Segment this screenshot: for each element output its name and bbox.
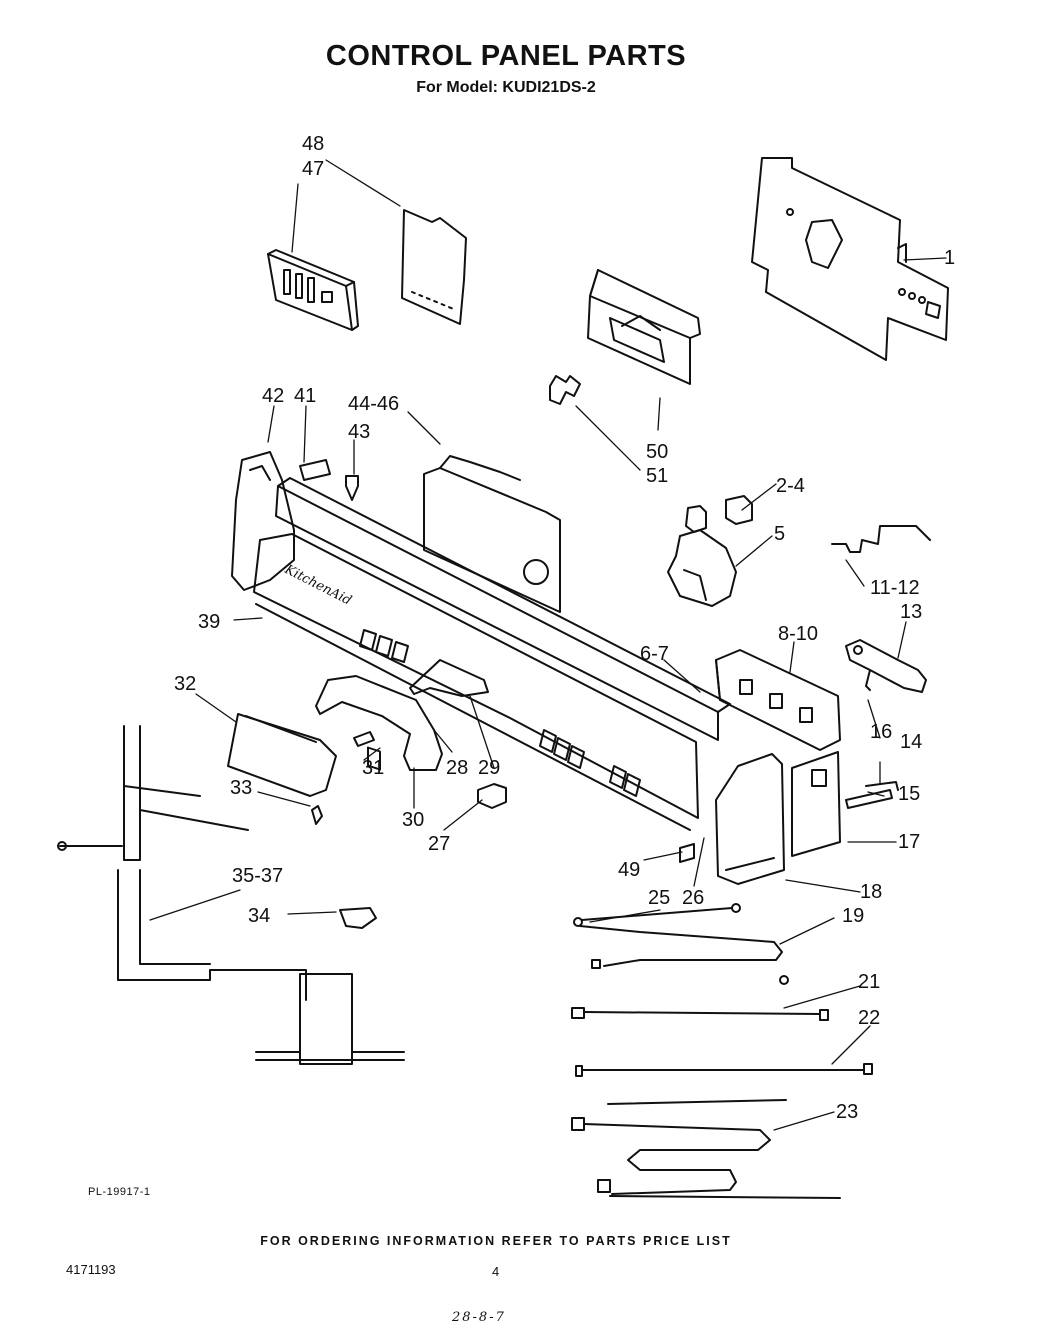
part-44-46-timer [423, 455, 561, 613]
callout-50: 50 [646, 441, 668, 463]
page-number: 4 [492, 1264, 500, 1279]
callout-18: 18 [860, 881, 882, 903]
leader-lines [149, 159, 947, 1131]
callout-44-46: 44-46 [348, 393, 399, 415]
wire-harness-23 [571, 1099, 841, 1199]
callout-26: 26 [682, 887, 704, 909]
panel-brand-marking: KitchenAid [281, 562, 353, 609]
callout-22: 22 [858, 1007, 880, 1029]
part-41-clip [299, 459, 331, 481]
callout-11-12: 11-12 [870, 577, 920, 599]
part-39-control-panel [253, 477, 731, 831]
ordering-note: FOR ORDERING INFORMATION REFER TO PARTS … [260, 1234, 732, 1248]
callout-30: 30 [402, 809, 424, 831]
part-13-latch [845, 639, 927, 693]
callout-23: 23 [836, 1101, 858, 1123]
wire-harness-21 [571, 1007, 829, 1021]
callout-47: 47 [302, 158, 324, 180]
part-30-latch-bracket [315, 675, 443, 771]
part-34-clip [339, 907, 377, 929]
handwritten-note: 28-8-7 [452, 1310, 506, 1325]
part-35-37-hose [57, 725, 405, 1065]
wire-harness-22 [575, 1063, 873, 1077]
callout-21: 21 [858, 971, 880, 993]
callout-2-4: 2-4 [776, 475, 805, 497]
part-32-handle [227, 713, 337, 797]
callout-13: 13 [900, 601, 922, 623]
callout-33: 33 [230, 777, 252, 799]
callout-41: 41 [294, 385, 316, 407]
part-27-button [477, 783, 507, 809]
part-49-plug [679, 843, 695, 863]
callout-14: 14 [900, 731, 922, 753]
part-48-circuit-board [401, 209, 467, 325]
part-1-bracket-plate [751, 157, 949, 361]
callout-29: 29 [478, 757, 500, 779]
part-2-4-switch [685, 495, 753, 533]
callout-25: 25 [648, 887, 670, 909]
callout-39: 39 [198, 611, 220, 633]
document-number: 4171193 [66, 1262, 116, 1277]
callout-15: 15 [898, 783, 920, 805]
part-8-10-switch-block [715, 649, 841, 751]
callout-19: 19 [842, 905, 864, 927]
part-17-bracket [791, 751, 841, 857]
part-18-end-cap-right [715, 753, 785, 885]
part-11-12-clip [831, 525, 931, 553]
callout-32: 32 [174, 673, 196, 695]
callout-42: 42 [262, 385, 284, 407]
part-31-screw [353, 731, 375, 747]
part-50-switch-housing [549, 269, 701, 405]
part-47-switch-module [267, 249, 359, 331]
part-33-screw [311, 805, 323, 825]
callout-35-37: 35-37 [232, 865, 283, 887]
callout-8-10: 8-10 [778, 623, 818, 645]
page-title: CONTROL PANEL PARTS [325, 40, 687, 72]
callout-16: 16 [870, 721, 892, 743]
wire-harness-19 [573, 903, 789, 985]
part-5-switch-base [667, 529, 737, 607]
callout-31: 31 [362, 757, 384, 779]
callout-17: 17 [898, 831, 920, 853]
callout-51: 51 [646, 465, 668, 487]
callout-28: 28 [446, 757, 468, 779]
part-43-screw [345, 475, 359, 501]
plate-id: PL-19917-1 [88, 1186, 151, 1198]
callout-48: 48 [302, 133, 324, 155]
part-42-end-cap-left [231, 451, 295, 591]
callout-5: 5 [774, 523, 785, 545]
model-subtitle: For Model: KUDI21DS-2 [416, 79, 596, 96]
callout-43: 43 [348, 421, 370, 443]
callout-6-7: 6-7 [640, 643, 669, 665]
callout-27: 27 [428, 833, 450, 855]
callout-labels: 48 47 1 44-46 43 42 41 50 51 2-4 5 11-12… [174, 133, 955, 1123]
callout-1: 1 [944, 247, 955, 269]
callout-34: 34 [248, 905, 270, 927]
part-15-16-screws [845, 781, 899, 809]
callout-49: 49 [618, 859, 640, 881]
part-28-lever [409, 659, 489, 697]
